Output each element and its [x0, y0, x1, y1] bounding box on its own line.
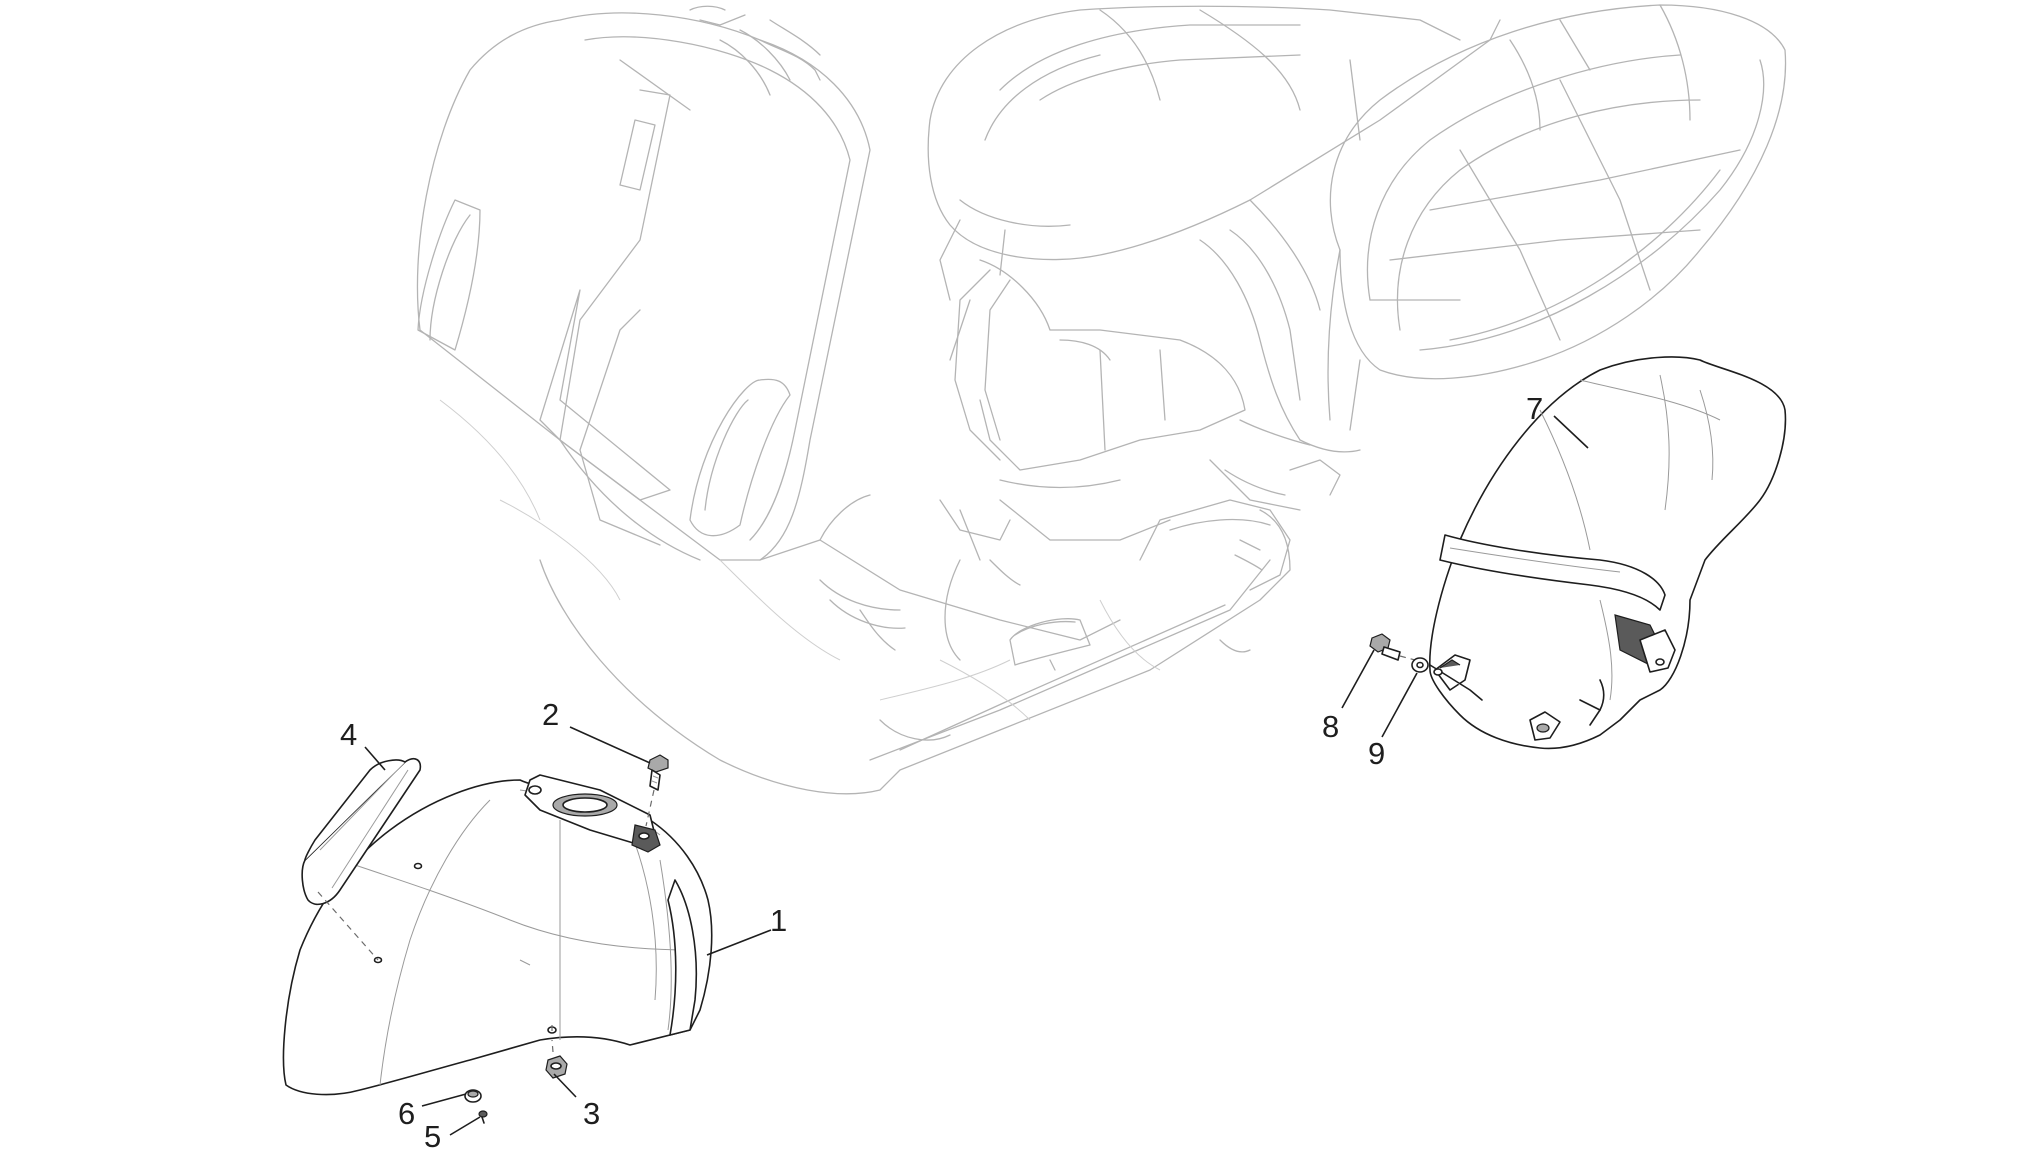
- callout-3: 3: [583, 1096, 600, 1131]
- leader-4: [364, 746, 386, 771]
- screw-part-8: [1369, 633, 1416, 661]
- rear-side-cowl: [1327, 4, 1787, 431]
- callout-8: 8: [1322, 709, 1339, 744]
- front-leg-shield: [416, 5, 871, 601]
- front-mudguard-part-1: [282, 774, 713, 1096]
- rear-mudguard-part-7: [1428, 356, 1787, 750]
- scooter-body-outline: [416, 4, 1787, 795]
- central-tunnel: [949, 259, 1246, 541]
- leader-8: [1341, 649, 1375, 709]
- small-screw-part-5: [478, 1110, 488, 1124]
- callout-4: 4: [340, 717, 357, 752]
- leader-2: [569, 726, 651, 764]
- callout-2: 2: [542, 697, 559, 732]
- callout-6: 6: [398, 1096, 415, 1131]
- washer-part-9: [1411, 657, 1429, 673]
- leader-6: [421, 1093, 467, 1107]
- callout-9: 9: [1368, 736, 1385, 771]
- callout-7: 7: [1526, 391, 1543, 426]
- floorboard: [539, 439, 1291, 795]
- nut-part-3: [545, 1039, 568, 1079]
- leader-9: [1381, 672, 1418, 738]
- leader-5: [449, 1116, 481, 1136]
- callout-5: 5: [424, 1119, 441, 1149]
- callout-labels: 1 2 3 4 5 6 7 8 9: [340, 391, 1543, 1149]
- screw-part-2: [645, 754, 669, 827]
- mudguard-trim-part-4: [301, 758, 422, 961]
- rear-body-and-seat: [927, 5, 1501, 511]
- leader-7: [1553, 415, 1589, 449]
- leader-1: [706, 929, 772, 956]
- leader-3: [553, 1073, 577, 1098]
- callout-1: 1: [770, 903, 787, 938]
- leader-lines: [364, 415, 1589, 1136]
- grommet-part-6: [464, 1089, 482, 1103]
